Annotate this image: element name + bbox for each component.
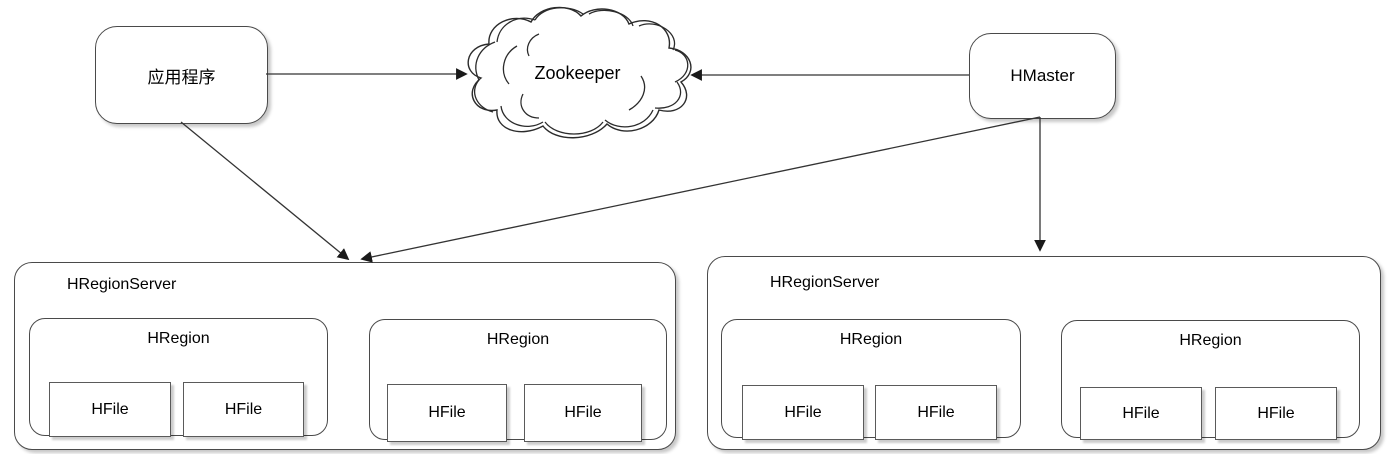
hregionserver-1-label: HRegionServer (67, 276, 177, 293)
hfile-1a-2: HFile (183, 382, 304, 437)
hfile-2a-2: HFile (875, 385, 997, 440)
hfile-2a-2-label: HFile (917, 403, 955, 421)
hfile-1b-1-label: HFile (428, 404, 466, 421)
edge-app-to-hregionserver-1 (180, 121, 350, 261)
node-zookeeper-label: Zookeeper (534, 63, 621, 83)
hfile-1a-1-label: HFile (91, 400, 129, 418)
hregionserver-2: HRegionServer HRegion HFile HFile HRegio… (707, 256, 1381, 450)
hregion-1a: HRegion HFile HFile (29, 318, 328, 437)
hfile-2b-2: HFile (1215, 387, 1337, 440)
hfile-1a-1: HFile (49, 382, 171, 437)
node-application: 应用程序 (95, 26, 268, 124)
hregion-2b-label: HRegion (1179, 332, 1242, 349)
hfile-2a-1-label: HFile (784, 403, 822, 421)
node-hmaster-label: HMaster (1010, 66, 1075, 85)
hfile-2b-2-label: HFile (1257, 404, 1295, 422)
node-application-label: 应用程序 (147, 67, 216, 87)
hfile-1b-2: HFile (524, 384, 642, 442)
hfile-1a-2-label: HFile (224, 400, 263, 418)
hregion-1b: HRegion HFile HFile (369, 319, 667, 442)
hregion-2a-label: HRegion (839, 331, 903, 348)
hfile-2b-1: HFile (1080, 387, 1202, 440)
hregion-1b-label: HRegion (486, 331, 550, 348)
hfile-2a-1: HFile (742, 385, 864, 440)
node-hmaster: HMaster (969, 33, 1116, 119)
hregionserver-1: HRegionServer HRegion HFile HFile HRegio… (14, 262, 676, 450)
hfile-2b-1-label: HFile (1122, 404, 1160, 422)
hregion-1a-label: HRegion (147, 330, 210, 347)
hfile-1b-1: HFile (387, 384, 507, 442)
hregionserver-2-label: HRegionServer (770, 274, 880, 291)
hfile-1b-2-label: HFile (564, 404, 602, 421)
hregion-2a: HRegion HFile HFile (721, 319, 1021, 440)
hregion-2b: HRegion HFile HFile (1061, 320, 1360, 440)
